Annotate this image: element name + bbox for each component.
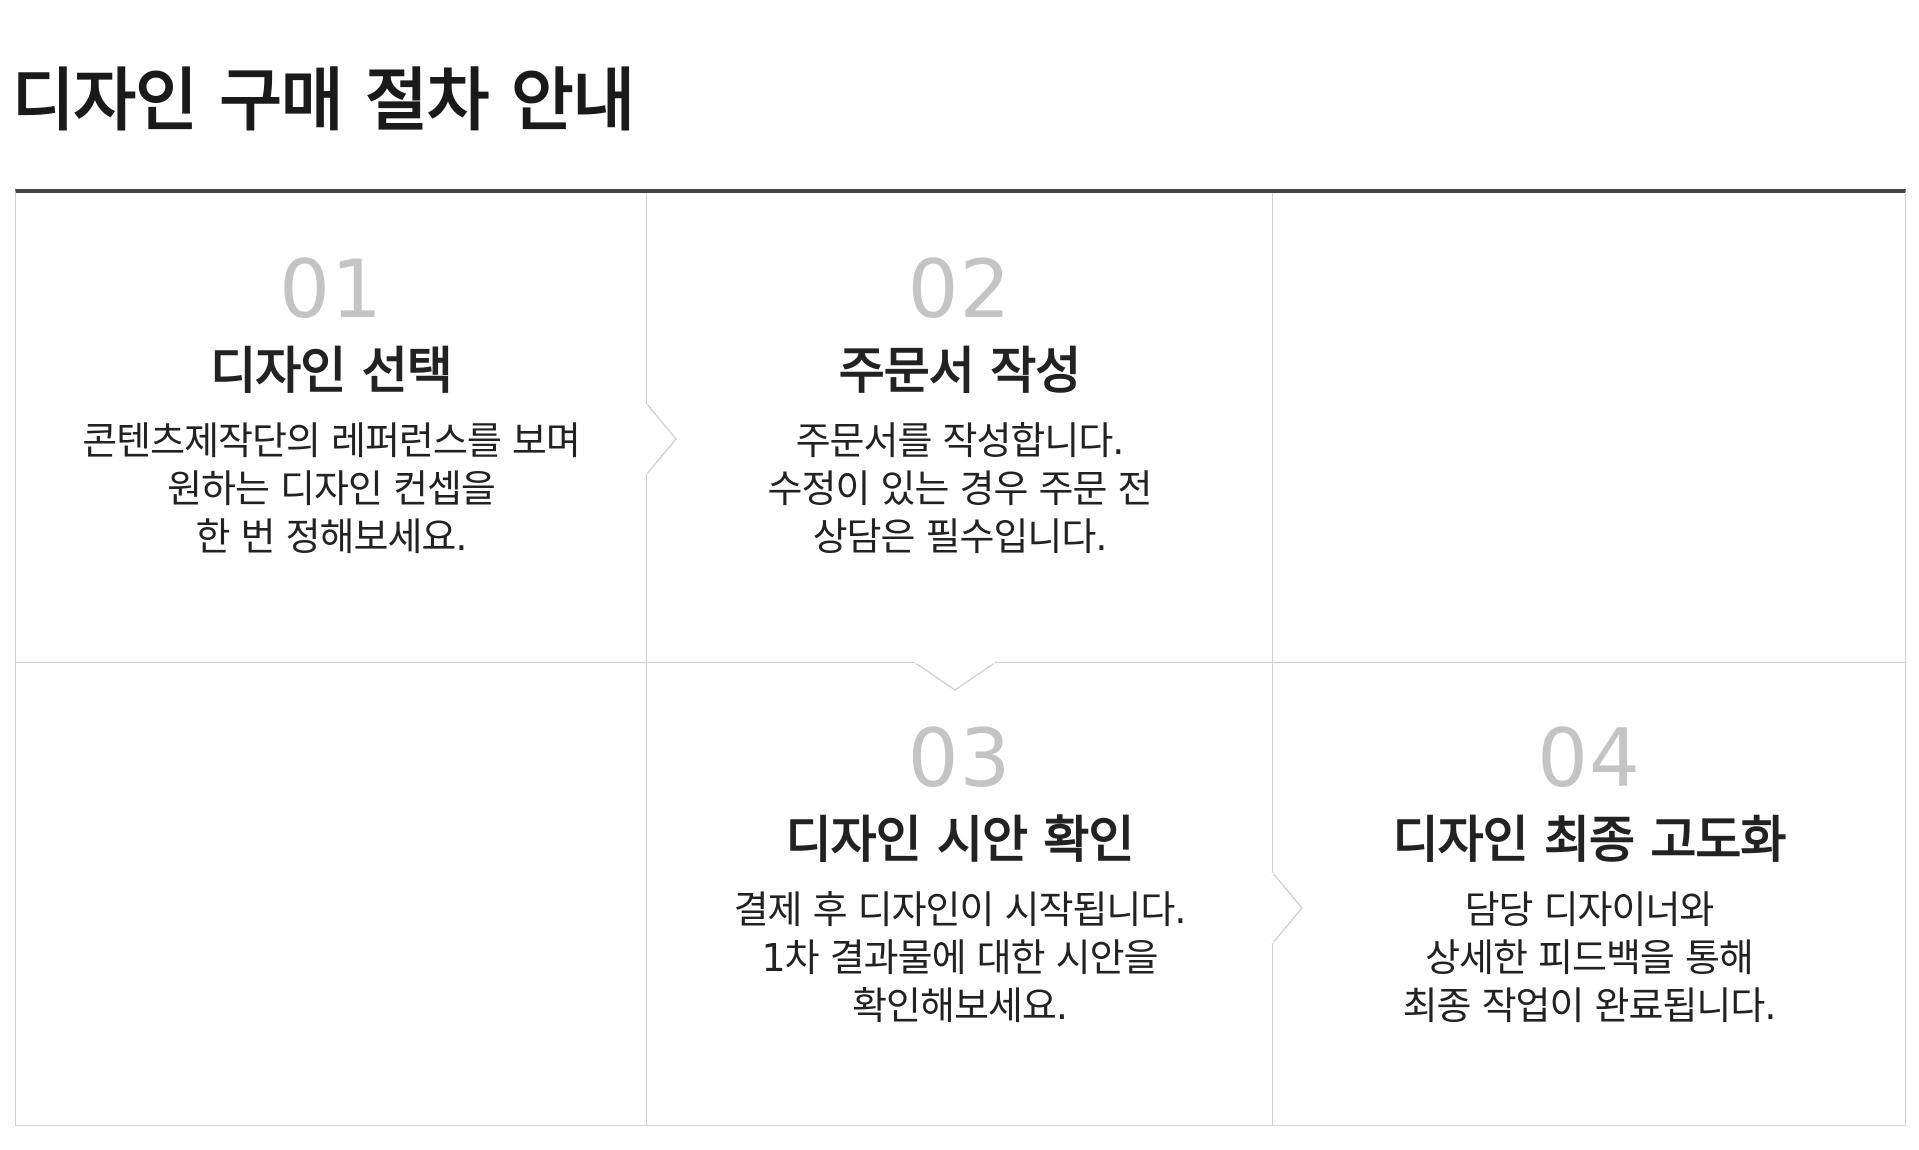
chevron-down-icon	[913, 660, 997, 691]
step-description-line: 결제 후 디자인이 시작됩니다.	[733, 888, 1187, 932]
grid-divider-vertical	[1272, 193, 1273, 1125]
step-description-line: 원하는 디자인 컨셉을	[167, 467, 496, 511]
chevron-right-icon	[1270, 871, 1303, 945]
step-card-04: 04 디자인 최종 고도화 담당 디자이너와 상세한 피드백을 통해 최종 작업…	[1273, 714, 1905, 1030]
step-title: 디자인 최종 고도화	[1392, 811, 1787, 869]
step-title: 디자인 시안 확인	[785, 811, 1135, 869]
page-title: 디자인 구매 절차 안내	[12, 62, 635, 141]
procedure-grid: 01 디자인 선택 콘텐츠제작단의 레퍼런스를 보며 원하는 디자인 컨셉을 한…	[15, 189, 1906, 1126]
step-card-01: 01 디자인 선택 콘텐츠제작단의 레퍼런스를 보며 원하는 디자인 컨셉을 한…	[16, 245, 646, 561]
step-number: 01	[279, 243, 383, 336]
step-description-line: 최종 작업이 완료됩니다.	[1402, 984, 1777, 1028]
step-description-line: 상담은 필수입니다.	[812, 515, 1108, 559]
step-number: 03	[907, 712, 1012, 805]
step-description-line: 수정이 있는 경우 주문 전	[767, 467, 1153, 511]
step-description: 담당 디자이너와 상세한 피드백을 통해 최종 작업이 완료됩니다.	[1402, 886, 1777, 1030]
step-title: 디자인 선택	[210, 342, 452, 400]
chevron-right-icon	[644, 402, 677, 476]
step-card-02: 02 주문서 작성 주문서를 작성합니다. 수정이 있는 경우 주문 전 상담은…	[647, 245, 1272, 561]
step-description-line: 확인해보세요.	[852, 984, 1068, 1028]
step-number: 04	[1537, 712, 1641, 805]
step-description: 콘텐츠제작단의 레퍼런스를 보며 원하는 디자인 컨셉을 한 번 정해보세요.	[82, 417, 581, 561]
grid-divider-vertical	[646, 193, 647, 1125]
step-description: 결제 후 디자인이 시작됩니다. 1차 결과물에 대한 시안을 확인해보세요.	[733, 886, 1187, 1030]
step-card-03: 03 디자인 시안 확인 결제 후 디자인이 시작됩니다. 1차 결과물에 대한…	[647, 714, 1272, 1030]
step-description-line: 1차 결과물에 대한 시안을	[761, 936, 1158, 980]
step-description-line: 콘텐츠제작단의 레퍼런스를 보며	[82, 419, 581, 463]
step-title: 주문서 작성	[838, 342, 1081, 400]
step-description-line: 담당 디자이너와	[1464, 888, 1715, 932]
step-description-line: 주문서를 작성합니다.	[795, 419, 1125, 463]
step-description: 주문서를 작성합니다. 수정이 있는 경우 주문 전 상담은 필수입니다.	[767, 417, 1153, 561]
step-description-line: 한 번 정해보세요.	[195, 515, 468, 559]
step-number: 02	[907, 243, 1012, 336]
step-description-line: 상세한 피드백을 통해	[1425, 936, 1754, 980]
